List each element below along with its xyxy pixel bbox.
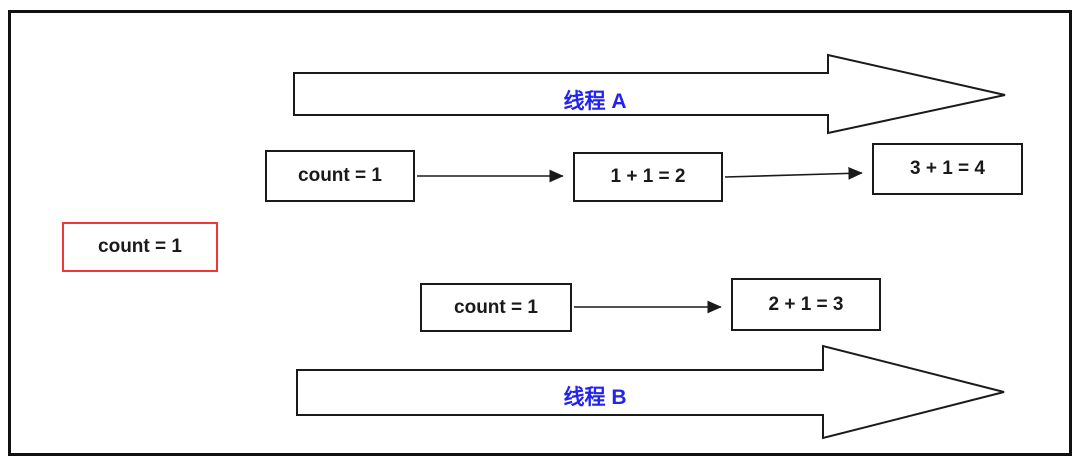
thread-a-step-2-box: 1 + 1 = 2 [573,152,723,202]
thread-b-step-1-box: count = 1 [420,283,572,332]
thread-a-step-3-box: 3 + 1 = 4 [872,143,1023,195]
shared-count-box: count = 1 [62,222,218,272]
thread-b-block-arrow [296,344,1005,440]
thread-b-step-2-box: 2 + 1 = 3 [731,278,881,331]
thread-b-label: 线程 B [563,386,627,409]
thread-a-label: 线程 A [563,90,627,113]
connector-arrow-a2-a3 [724,166,863,180]
thread-a-step-1-box: count = 1 [265,150,415,202]
outer-border [8,10,1072,456]
thread-a-block-arrow [293,53,1006,135]
